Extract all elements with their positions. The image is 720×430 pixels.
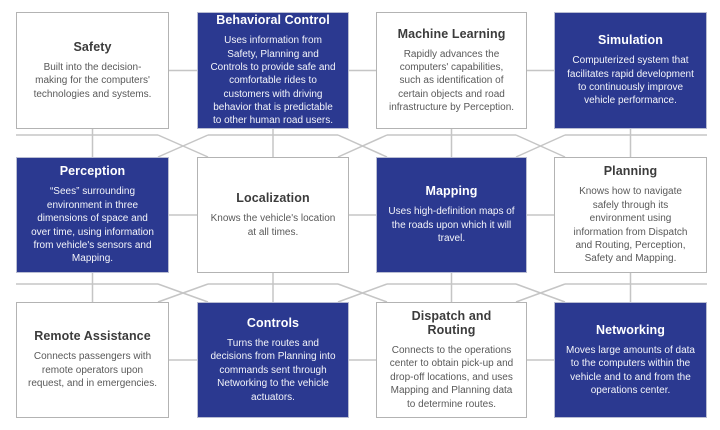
simulation-card-description: Computerized system that facilitates rap…	[567, 55, 694, 107]
dispatch-and-routing-card-description: Connects to the operations center to obt…	[389, 345, 514, 410]
safety-card-title: Safety	[73, 39, 112, 54]
machine-learning-card-description: Rapidly advances the computers' capabili…	[388, 48, 515, 114]
controls-card: Controls Turns the routes and decisions …	[197, 302, 349, 418]
networking-card: Networking Moves large amounts of data t…	[554, 302, 707, 418]
controls-card-description: Turns the routes and decisions from Plan…	[210, 338, 336, 403]
mapping-card: Mapping Uses high-definition maps of the…	[376, 157, 527, 273]
machine-learning-card: Machine Learning Rapidly advances the co…	[376, 12, 527, 129]
machine-learning-card-title: Machine Learning	[397, 26, 506, 41]
safety-card: Safety Built into the decision-making fo…	[16, 12, 169, 129]
localization-card-description: Knows the vehicle's location at all time…	[210, 213, 336, 238]
simulation-card: Simulation Computerized system that faci…	[554, 12, 707, 129]
controls-card-title: Controls	[246, 316, 300, 331]
behavioral-control-card-title: Behavioral Control	[216, 13, 330, 28]
dispatch-and-routing-card: Dispatch and Routing Connects to the ope…	[376, 302, 527, 418]
networking-card-description: Moves large amounts of data to the compu…	[566, 344, 695, 396]
perception-card-description: “Sees” surrounding environment in three …	[31, 186, 154, 265]
localization-card-title: Localization	[236, 191, 310, 206]
perception-card: Perception “Sees” surrounding environmen…	[16, 157, 169, 273]
dispatch-and-routing-card-title: Dispatch and Routing	[411, 309, 492, 338]
behavioral-control-card-description: Uses information from Safety, Planning a…	[210, 35, 336, 127]
planning-card-title: Planning	[603, 164, 658, 179]
localization-card: Localization Knows the vehicle's locatio…	[197, 157, 349, 273]
mapping-card-description: Uses high-definition maps of the roads u…	[388, 206, 515, 245]
behavioral-control-card: Behavioral Control Uses information from…	[197, 12, 349, 129]
planning-card-description: Knows how to navigate safely through its…	[573, 186, 688, 265]
safety-card-description: Built into the decision-making for the c…	[33, 61, 152, 100]
networking-card-title: Networking	[595, 322, 666, 337]
simulation-card-title: Simulation	[598, 33, 663, 48]
remote-assistance-card: Remote Assistance Connects passengers wi…	[16, 302, 169, 418]
remote-assistance-card-title: Remote Assistance	[34, 329, 151, 344]
mapping-card-title: Mapping	[425, 184, 478, 199]
planning-card: Planning Knows how to navigate safely th…	[554, 157, 707, 273]
remote-assistance-card-description: Connects passengers with remote operator…	[28, 351, 157, 390]
perception-card-title: Perception	[59, 164, 126, 179]
